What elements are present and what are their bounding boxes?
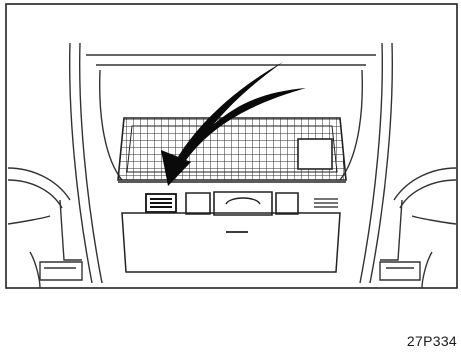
indicator-switch-left[interactable]	[146, 194, 176, 212]
indicator-right	[314, 199, 338, 207]
map-light-lens-right	[298, 139, 332, 169]
lower-compartment	[122, 213, 340, 272]
left-pillar	[8, 168, 82, 288]
figure-code: 27P334	[407, 333, 457, 349]
right-button[interactable]	[276, 193, 298, 214]
button-row	[186, 192, 298, 215]
right-pillar	[380, 168, 456, 288]
left-button[interactable]	[186, 193, 210, 214]
